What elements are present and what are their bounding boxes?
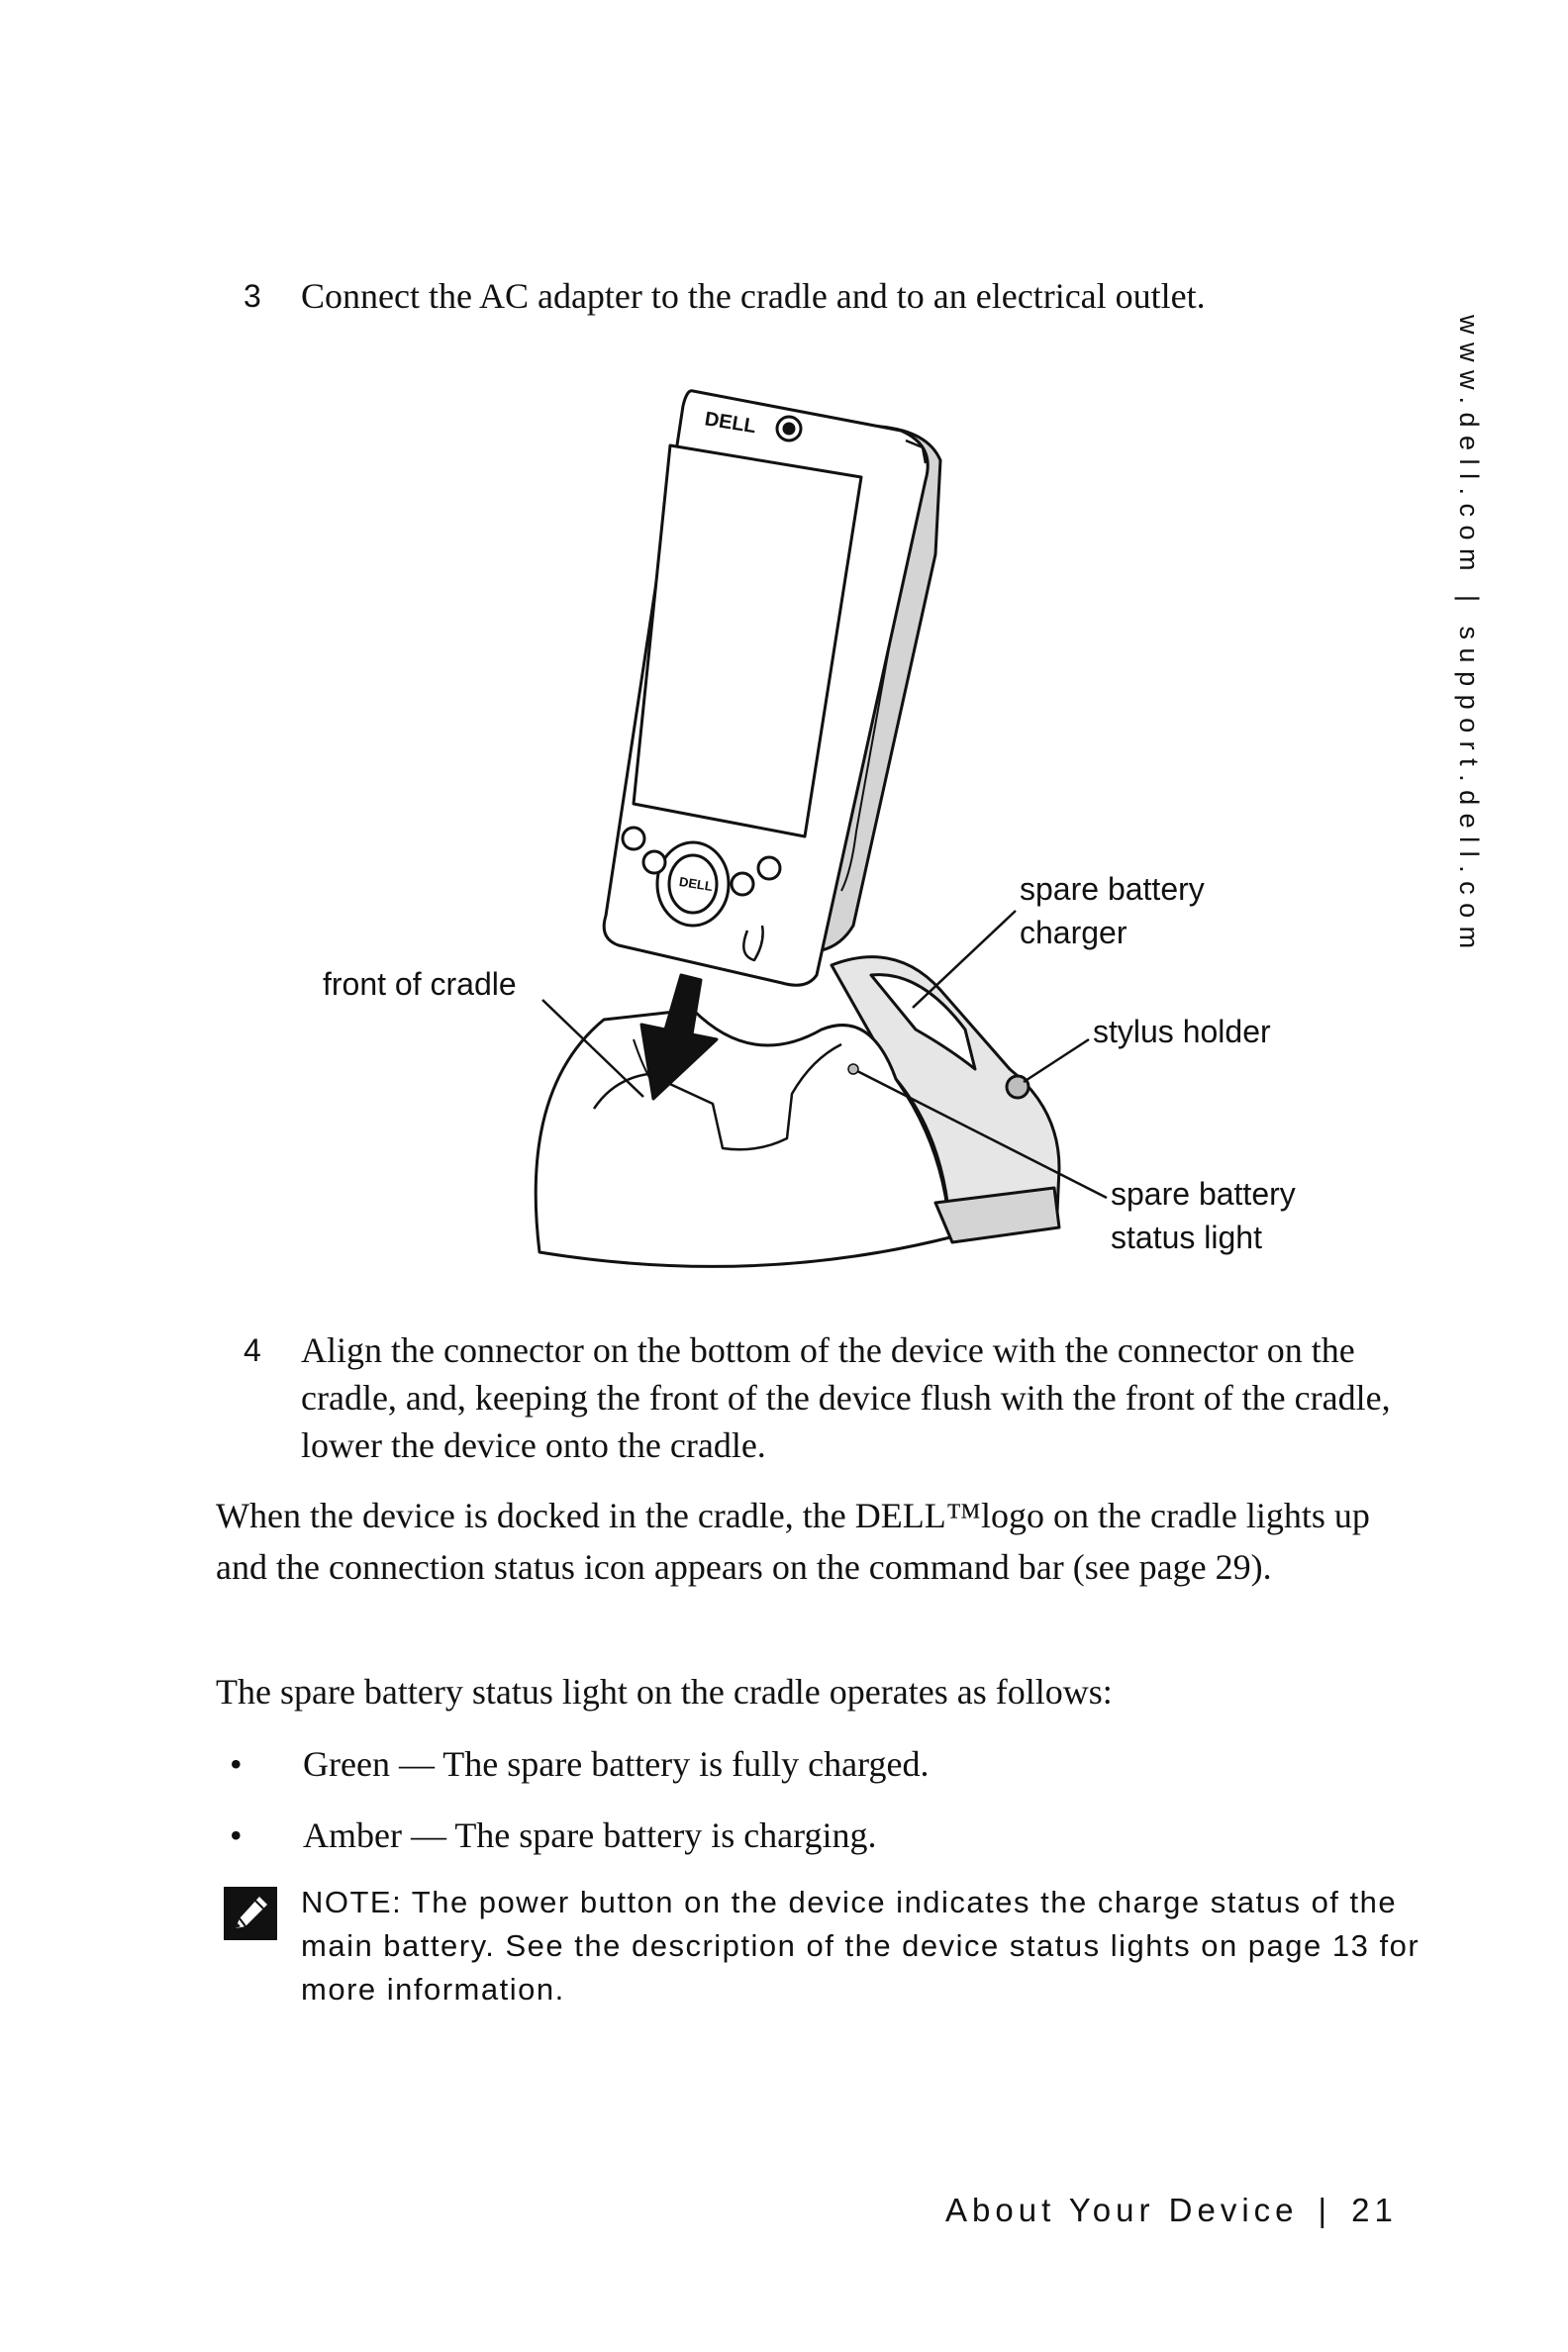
callout-front-of-cradle: front of cradle [323, 966, 517, 1002]
note-pencil-icon [224, 1887, 277, 1940]
callout-spare-battery-charger: spare battery charger [1020, 871, 1205, 950]
app-button-calendar [621, 826, 646, 851]
cradle-front-dome [534, 1008, 952, 1268]
step-number: 4 [244, 1332, 261, 1368]
insert-direction-arrow [639, 973, 719, 1101]
device-screen [632, 443, 863, 838]
leader-spare-battery-charger [912, 910, 1017, 1009]
callout-stylus-holder: stylus holder [1093, 1014, 1271, 1049]
page-number: 21 [1351, 2192, 1398, 2228]
bullet-text: Amber — The spare battery is charging. [303, 1815, 877, 1855]
record-button-icon [742, 925, 764, 962]
side-url: www.dell.com | support.dell.com [1454, 315, 1484, 957]
stylus-holder-icon [1005, 1074, 1030, 1100]
footer-section-title: About Your Device [945, 2192, 1299, 2228]
footer-separator: | [1318, 2192, 1332, 2228]
app-button-contacts [641, 849, 667, 875]
note-text: NOTE: The power button on the device ind… [301, 1885, 1421, 2007]
leader-spare-battery-status-light [856, 1069, 1108, 1200]
cradle-base-side [933, 1186, 1061, 1244]
cradle-illustration: DELL DELL [534, 389, 1108, 1268]
leader-front-of-cradle [541, 999, 644, 1098]
app-button-inbox [730, 871, 755, 897]
bullet-dot: • [230, 1744, 243, 1784]
paragraph-docked-status: When the device is docked in the cradle,… [216, 1496, 1370, 1587]
app-button-home [756, 855, 782, 881]
page-footer: About Your Device | 21 [945, 2192, 1398, 2229]
step-number: 3 [244, 278, 261, 314]
cradle-front-lip [592, 1042, 842, 1151]
callout-spare-battery-status-light: spare battery status light [1111, 1176, 1296, 1255]
leader-stylus-holder [1023, 1037, 1090, 1084]
navpad-logo: DELL [678, 874, 714, 894]
bullet-text: Green — The spare battery is fully charg… [303, 1744, 930, 1784]
paragraph-status-light-intro: The spare battery status light on the cr… [216, 1672, 1113, 1712]
step-text: Align the connector on the bottom of the… [301, 1330, 1391, 1465]
step-text: Connect the AC adapter to the cradle and… [301, 276, 1206, 316]
spare-battery-status-light-icon [847, 1063, 859, 1075]
bullet-dot: • [230, 1815, 243, 1855]
spare-battery-slot [869, 973, 977, 1071]
cradle-rear-housing [830, 955, 1061, 1234]
